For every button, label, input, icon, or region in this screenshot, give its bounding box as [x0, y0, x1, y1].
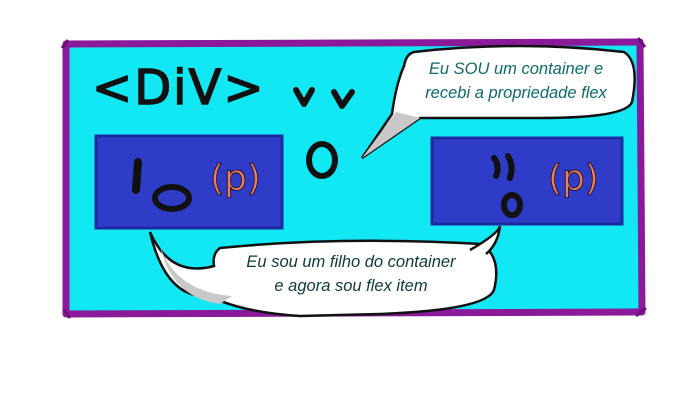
- container-right-eye: [331, 89, 355, 109]
- container-bubble-shadow: [362, 112, 420, 158]
- container-speech-bubble: [360, 44, 636, 160]
- container-left-eye: [293, 87, 315, 107]
- item-speech-bubble: [148, 231, 498, 318]
- item-bubble-shadow: [160, 246, 232, 304]
- div-tag-label: <DiV>: [92, 60, 266, 116]
- right-p-tag: (p): [548, 158, 599, 199]
- container-mouth: [306, 141, 338, 179]
- left-flex-item-box: [94, 134, 284, 230]
- container-speech-line-1: Eu SOU um container e: [428, 60, 604, 78]
- left-item-eye: [132, 158, 142, 194]
- container-speech-line-2: recebi a propriedade flex: [425, 84, 607, 102]
- container-speech-text: Eu SOU um container e recebi a proprieda…: [402, 57, 630, 105]
- container-frame-texture: [60, 37, 647, 319]
- left-p-tag: (p): [210, 158, 261, 199]
- right-item-mouth: [501, 192, 523, 218]
- right-flex-item-box: [430, 136, 624, 226]
- item-speech-text: Eu sou um filho do container e agora sou…: [206, 250, 496, 298]
- right-item-eyes: [491, 153, 515, 181]
- item-speech-bubble-tail-right: [469, 225, 502, 255]
- item-speech-line-2: e agora sou flex item: [274, 277, 428, 295]
- left-item-mouth: [152, 184, 192, 212]
- item-speech-line-1: Eu sou um filho do container: [246, 253, 456, 271]
